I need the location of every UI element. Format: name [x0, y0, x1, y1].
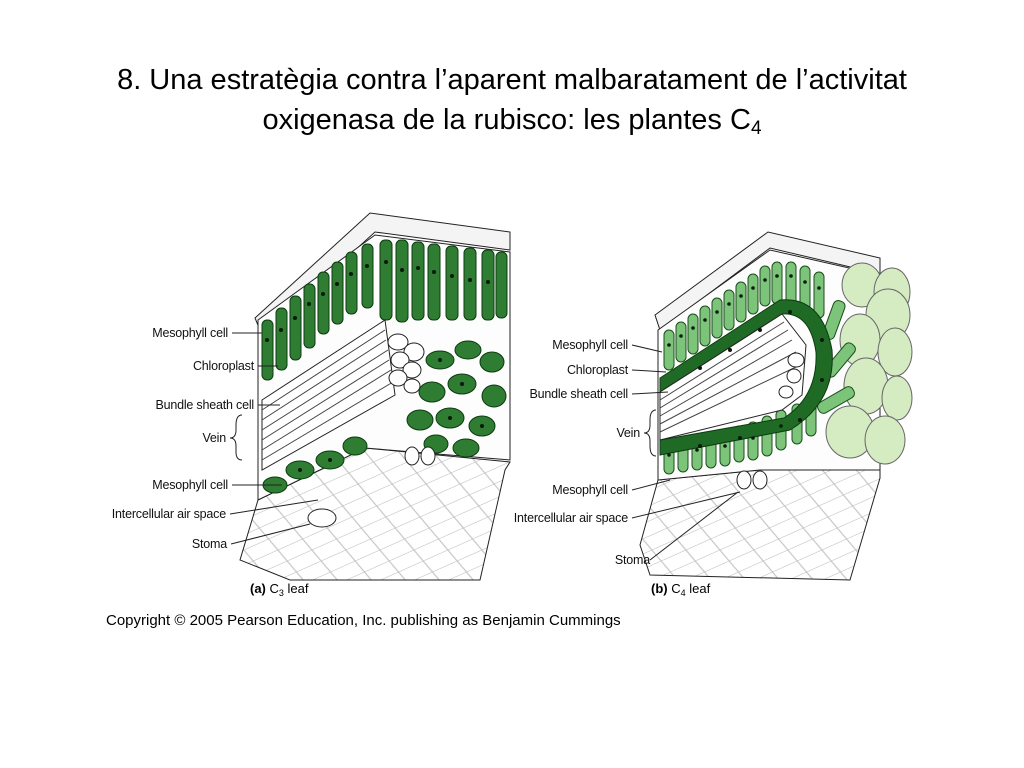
c4-caption-sub: 4	[680, 588, 686, 598]
c4-caption: (b) C4 leaf	[651, 581, 710, 598]
copyright-notice: Copyright © 2005 Pearson Education, Inc.…	[106, 612, 621, 629]
c4-leader-lines	[631, 344, 741, 561]
title-line-2: oxigenasa de la rubisco: les plantes C	[262, 104, 751, 136]
c3-caption: (a) C3 leaf	[250, 581, 309, 598]
c4-bundle-sheath-ring	[659, 299, 833, 456]
c4-stoma-illustration	[736, 470, 768, 490]
c3-label-mesophyll-bottom: Mesophyll cell	[152, 478, 228, 492]
c4-caption-suffix: leaf	[685, 581, 711, 596]
c3-caption-text: C	[269, 581, 279, 596]
c4-label-vein: Vein	[616, 426, 640, 440]
c3-label-chloroplast: Chloroplast	[192, 359, 254, 373]
c3-palisade-cells	[261, 239, 508, 381]
c3-vein	[261, 319, 425, 471]
c3-label-stoma: Stoma	[191, 537, 227, 551]
c3-caption-suffix: leaf	[283, 581, 309, 596]
c3-leaf-illustration	[239, 212, 511, 581]
c4-chloroplast-dots	[667, 274, 824, 457]
c4-caption-text: C	[671, 581, 681, 596]
c3-caption-sub: 3	[278, 588, 284, 598]
c4-label-mesophyll-bottom: Mesophyll cell	[552, 483, 628, 497]
slide-title: 8. Una estratègia contra l’aparent malba…	[0, 60, 1024, 149]
c4-label-bundle-sheath: Bundle sheath cell	[529, 387, 628, 401]
c4-pale-cells	[825, 262, 913, 465]
c3-stoma-illustration	[307, 446, 436, 528]
c3-chloroplast-dots	[265, 260, 490, 472]
c3-label-air-space: Intercellular air space	[111, 507, 226, 521]
c3-label-bundle-sheath: Bundle sheath cell	[155, 398, 254, 412]
c4-label-mesophyll-top: Mesophyll cell	[552, 338, 628, 352]
c4-label-stoma: Stoma	[614, 553, 650, 567]
title-line-1: 8. Una estratègia contra l’aparent malba…	[117, 64, 907, 96]
c3-label-vein: Vein	[202, 431, 226, 445]
c3-caption-letter: (a)	[250, 581, 266, 596]
c4-vein	[659, 313, 807, 441]
c3-leader-lines	[229, 332, 319, 545]
title-subscript: 4	[750, 118, 762, 139]
c4-label-air-space: Intercellular air space	[513, 511, 628, 525]
c4-leaf-illustration	[639, 231, 913, 581]
c4-caption-letter: (b)	[651, 581, 668, 596]
c4-label-chloroplast: Chloroplast	[566, 363, 628, 377]
c3-label-mesophyll-top: Mesophyll cell	[152, 326, 228, 340]
